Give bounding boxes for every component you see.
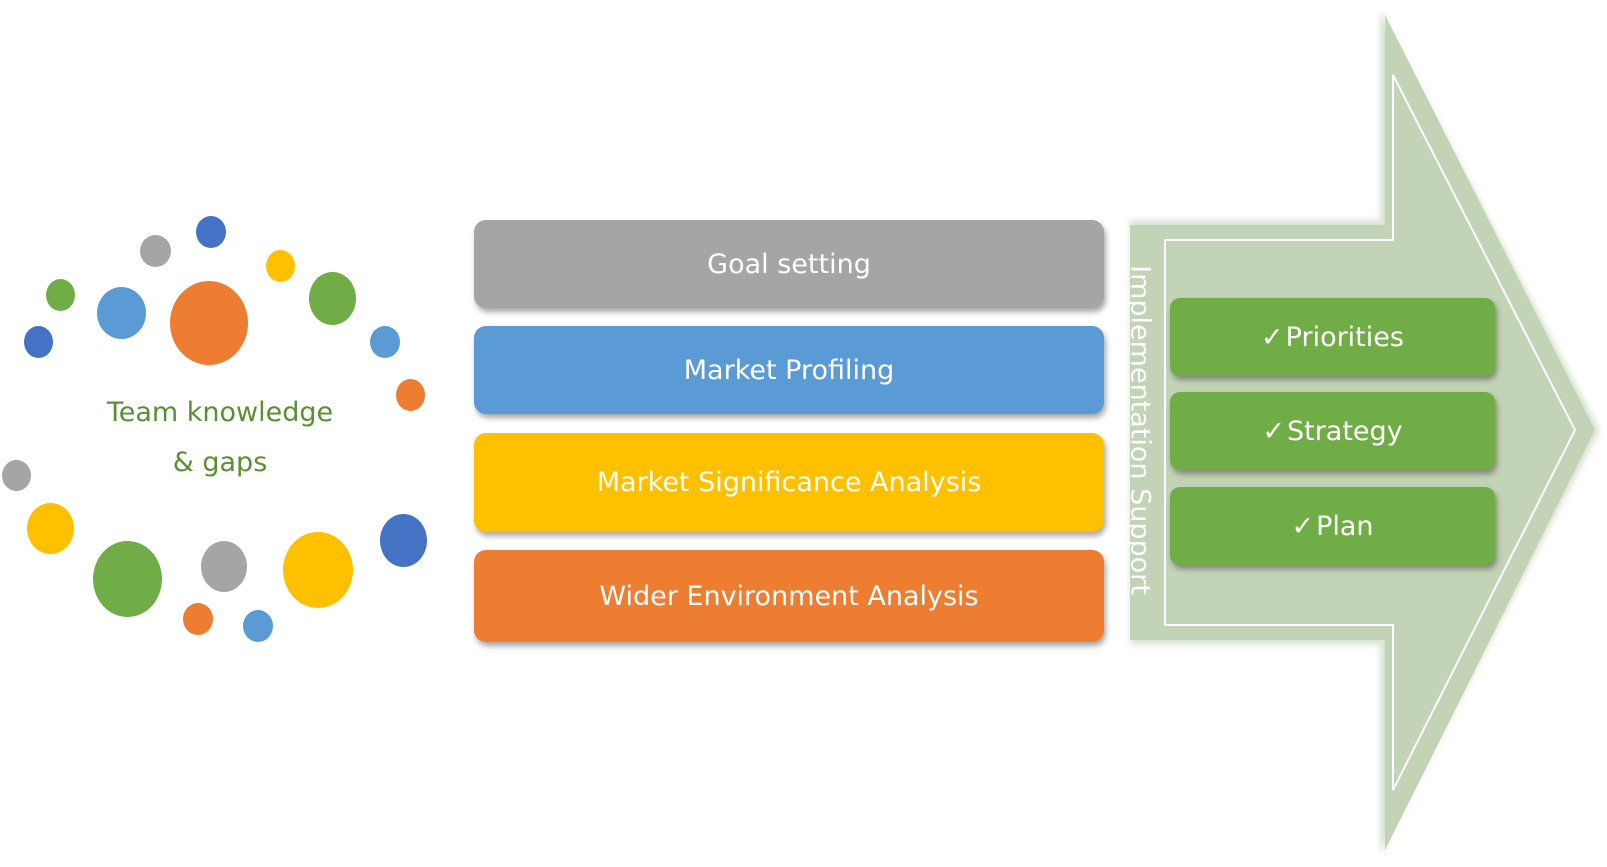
- bar-wider-environment-label: Wider Environment Analysis: [599, 580, 979, 612]
- dot-dark-blue: [196, 216, 226, 248]
- output-plan-label: Plan: [1316, 510, 1374, 542]
- output-priorities-label: Priorities: [1285, 321, 1404, 353]
- dot-green: [309, 272, 356, 325]
- bar-wider-environment: Wider Environment Analysis: [474, 550, 1104, 642]
- bar-goal-setting: Goal setting: [474, 220, 1104, 308]
- bar-market-profiling: Market Profiling: [474, 326, 1104, 414]
- output-strategy-label: Strategy: [1286, 415, 1403, 447]
- checkmark-icon: ✓: [1261, 321, 1284, 353]
- bar-market-significance: Market Significance Analysis: [474, 433, 1104, 532]
- team-label-line2: & gaps: [172, 447, 268, 478]
- checkmark-icon: ✓: [1291, 510, 1315, 542]
- output-plan: ✓ Plan: [1170, 487, 1495, 565]
- dot-orange-small: [396, 379, 425, 411]
- arrow-inner-outline: [1164, 74, 1577, 791]
- dot-gray-small: [2, 460, 31, 491]
- dot-dark-blue-medium: [380, 514, 427, 567]
- dot-blue: [97, 287, 146, 339]
- dot-gray: [140, 235, 171, 267]
- dot-blue-tiny: [243, 610, 273, 642]
- dot-orange-tiny: [183, 603, 213, 635]
- team-knowledge-label: Team knowledge & gaps: [60, 388, 380, 488]
- dot-gold-large: [283, 532, 353, 608]
- bar-goal-setting-label: Goal setting: [707, 248, 871, 280]
- output-priorities: ✓ Priorities: [1170, 298, 1495, 376]
- output-strategy: ✓ Strategy: [1170, 392, 1495, 470]
- dot-orange-large: [170, 281, 248, 365]
- dot-gold: [266, 250, 295, 282]
- dot-green-small: [46, 279, 75, 311]
- implementation-support-label: Implementation Support: [1124, 265, 1156, 595]
- dot-green-large: [93, 541, 162, 617]
- dot-gray-medium: [201, 541, 247, 592]
- bar-market-significance-label: Market Significance Analysis: [596, 467, 982, 498]
- dot-dark-blue-small: [24, 326, 53, 358]
- dot-gold-medium: [27, 503, 74, 554]
- bar-market-profiling-label: Market Profiling: [683, 354, 895, 386]
- dot-blue-small: [370, 326, 400, 358]
- checkmark-icon: ✓: [1262, 415, 1285, 447]
- team-label-line1: Team knowledge: [106, 397, 334, 428]
